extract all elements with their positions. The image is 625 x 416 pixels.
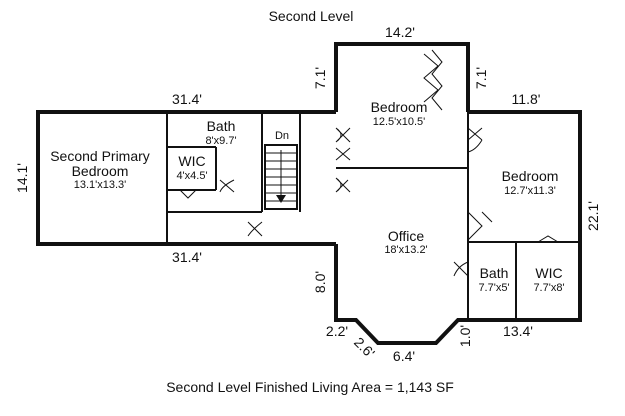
primary-name-line2: Bedroom [72,163,129,179]
dim-left-top: 31.4' [172,91,202,107]
office-size: 18'x13.2' [384,244,427,256]
stair-arrow-icon [276,195,286,203]
bedroom-top-name: Bedroom [371,99,428,115]
wic2-size: 7.7'x8' [533,282,564,294]
top-bedroom-wall [334,42,470,112]
wic2-name: WIC [535,265,562,281]
office-door [335,177,351,193]
dim-right-side: 22.1' [585,201,601,231]
wic2-door [537,235,559,243]
interior-walls [166,112,580,320]
bedroom-right-closet-door [467,211,493,241]
dim-bay-left: 2.2' [326,323,348,339]
primary-size: 13.1'x13.3' [74,179,127,191]
bedroom-right-door [467,127,483,153]
bath2-size: 7.7'x5' [478,282,509,294]
bedroom-top-closet-door-2 [431,49,443,111]
bath1-door [219,179,235,193]
dimension-labels: Second Level 14.2' 31.4' 31.4' 14.1' 7.1… [14,8,601,364]
exterior-walls [36,42,582,345]
bath2-name: Bath [480,265,509,281]
bedroom-right-name: Bedroom [502,168,559,184]
bedroom-top-door [335,127,351,143]
dim-right-top: 11.8' [512,91,541,107]
wic1-size: 4'x4.5' [176,170,207,182]
bath2-door [453,261,469,277]
bedroom-top-door-2 [335,147,351,161]
wic1-door [179,189,197,199]
bath1-name: Bath [207,118,236,134]
dim-left-bottom: 31.4' [172,249,202,265]
dim-top-center: 14.2' [385,24,415,40]
hall-door [247,221,263,237]
dim-bay-bottom: 6.4' [393,348,415,364]
dim-left-side: 14.1' [14,163,30,193]
wic1-name: WIC [178,153,205,169]
right-section-wall [334,110,582,345]
primary-name-line1: Second Primary [50,148,150,164]
room-labels: Second Primary Bedroom 13.1'x13.3' Bath … [50,99,564,294]
plan-title: Second Level [269,8,354,24]
bedroom-right-size: 12.7'x11.3' [504,185,556,197]
area-footer: Second Level Finished Living Area = 1,14… [166,379,454,395]
left-wing-wall [36,110,336,246]
dim-tower-right: 7.1' [473,67,489,89]
staircase [264,144,298,210]
office-name: Office [388,228,425,244]
dim-office-left: 8.0' [312,271,328,293]
dim-bottom-right: 13.4' [503,323,533,339]
dim-tower-left: 7.1' [312,67,328,89]
doors [166,49,559,277]
bedroom-top-closet-door [423,53,439,103]
bedroom-top-size: 12.5'x10.5' [373,116,426,128]
bath1-size: 8'x9.7' [205,135,236,147]
stair-label: Dn [275,130,289,142]
dim-bay-right: 1.0' [457,325,473,347]
